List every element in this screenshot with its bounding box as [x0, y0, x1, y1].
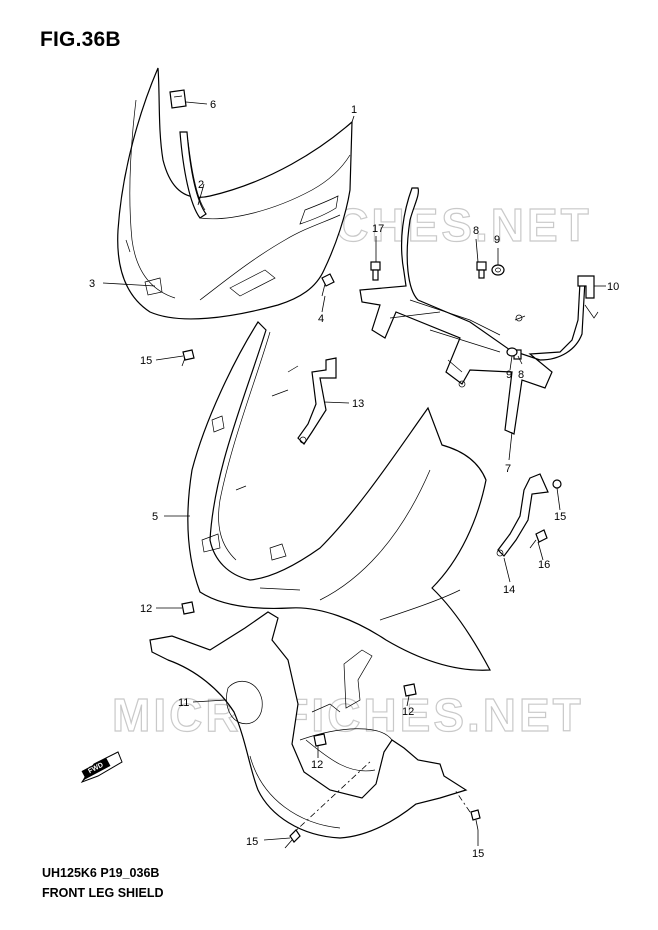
- part-screw-15-right: [552, 479, 562, 489]
- callout-17: 17: [372, 223, 384, 235]
- part-bolt-8-upper: [476, 261, 487, 279]
- part-screw-15-left: [181, 349, 195, 367]
- part-lower-cover: [149, 611, 471, 839]
- callout-12c: 12: [311, 759, 323, 771]
- part-stay-right: [496, 473, 549, 557]
- callout-13: 13: [352, 398, 364, 410]
- figure-title: FIG.36B: [40, 28, 121, 51]
- part-frame-bracket: [359, 187, 586, 435]
- part-clip-12-center: [313, 733, 327, 747]
- part-side-bracket: [577, 275, 599, 319]
- watermark-bottom: MICROFICHES.NET: [111, 688, 584, 741]
- callout-9a: 9: [494, 234, 500, 246]
- callout-16: 16: [538, 559, 550, 571]
- callout-12a: 12: [140, 603, 152, 615]
- callout-12b: 12: [402, 706, 414, 718]
- callout-15a: 15: [140, 355, 152, 367]
- callout-11: 11: [178, 697, 189, 709]
- part-front-cowl: [117, 67, 353, 320]
- callout-10: 10: [607, 281, 619, 293]
- model-code: UH125K6 P19_036B: [42, 866, 160, 880]
- part-clip-top: [169, 89, 187, 109]
- callout-5: 5: [152, 511, 158, 523]
- callout-7: 7: [505, 463, 511, 475]
- part-screw-15-bottom-right: [470, 809, 481, 831]
- callout-8a: 8: [473, 225, 479, 237]
- part-cowl-molding: [179, 131, 207, 219]
- part-clip-12-right: [403, 683, 417, 697]
- part-stay-left: [297, 357, 337, 445]
- part-clip-12-left: [181, 601, 195, 615]
- callout-15d: 15: [472, 848, 484, 860]
- callout-15b: 15: [554, 511, 566, 523]
- leader-lines: [102, 101, 606, 846]
- callout-14: 14: [503, 584, 515, 596]
- callout-6: 6: [210, 99, 216, 111]
- callout-9b: 9: [506, 369, 512, 381]
- callout-3: 3: [89, 278, 95, 290]
- part-screw-16: [529, 529, 548, 549]
- part-screw-4: [321, 273, 335, 297]
- callout-8b: 8: [518, 369, 524, 381]
- callout-15c: 15: [246, 836, 258, 848]
- part-washer-9-upper: [491, 264, 505, 276]
- part-bolt-17: [370, 261, 381, 281]
- part-screw-15-bottom-left: [284, 829, 301, 849]
- section-name: FRONT LEG SHIELD: [42, 886, 164, 900]
- callout-4: 4: [318, 313, 324, 325]
- callout-1: 1: [351, 104, 357, 116]
- part-washer-9-lower: [506, 347, 518, 357]
- callout-2: 2: [198, 179, 204, 191]
- part-front-leg-shield: [187, 321, 491, 671]
